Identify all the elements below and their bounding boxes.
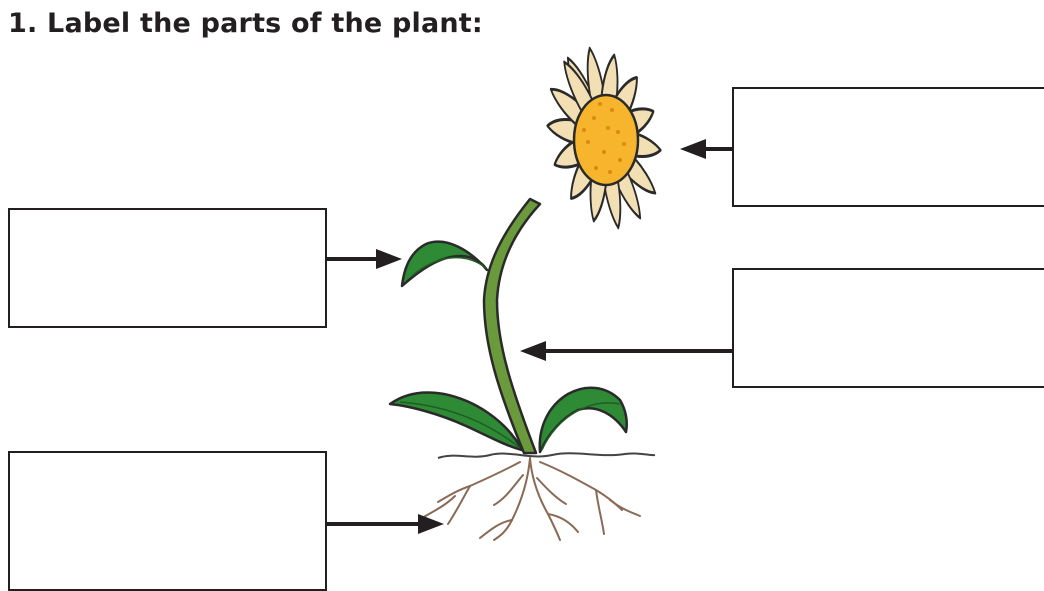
lower-right-leaf (540, 388, 627, 452)
label-box-flower[interactable] (732, 87, 1044, 207)
arrow-to-stem (520, 341, 732, 361)
lower-left-leaf (390, 392, 522, 450)
label-box-stem[interactable] (732, 268, 1044, 388)
label-box-roots[interactable] (8, 451, 327, 591)
flower-center (574, 95, 638, 185)
label-box-leaf[interactable] (8, 208, 327, 328)
arrow-to-roots (327, 514, 444, 534)
roots (422, 458, 640, 540)
flower-head (531, 37, 677, 240)
ground-line (438, 453, 655, 458)
arrow-to-leaf (327, 249, 402, 269)
arrow-to-flower (680, 139, 732, 159)
upper-leaf (402, 242, 487, 286)
